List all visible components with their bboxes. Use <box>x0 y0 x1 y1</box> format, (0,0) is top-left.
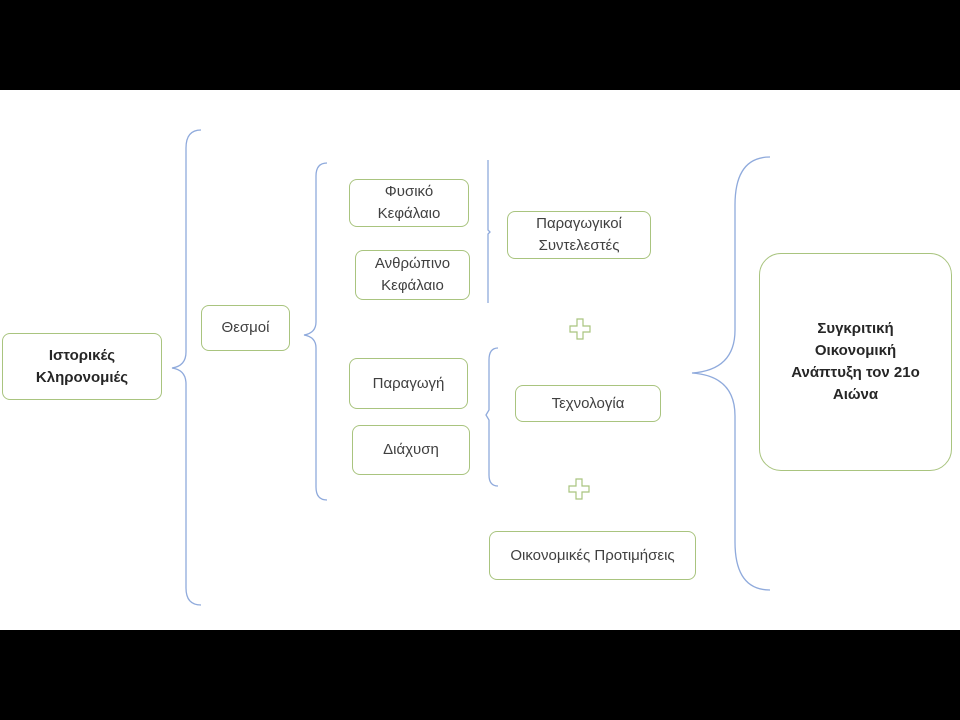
node-paragogikoi-syntelestes: Παραγωγικοί Συντελεστές <box>507 211 651 259</box>
node-anthropino-kefalaio: Ανθρώπινο Κεφάλαιο <box>355 250 470 300</box>
node-technologia: Τεχνολογία <box>515 385 661 422</box>
diagram-canvas: Ιστορικές Κληρονομιές Θεσμοί Φυσικό Κεφά… <box>0 90 960 630</box>
brace-icon <box>303 162 328 501</box>
brace-icon <box>171 129 202 606</box>
brace-icon <box>485 347 499 487</box>
node-paragogi: Παραγωγή <box>349 358 468 409</box>
node-thesmoi: Θεσμοί <box>201 305 290 351</box>
plus-icon <box>569 318 591 340</box>
node-istorikes-klironomies: Ιστορικές Κληρονομιές <box>2 333 162 400</box>
brace-icon <box>487 160 491 303</box>
node-sygkritiki-anaptyxi: Συγκριτική Οικονομική Ανάπτυξη τον 21ο Α… <box>759 253 952 471</box>
plus-icon <box>568 478 590 500</box>
connector-layer <box>171 129 771 606</box>
brace-icon <box>691 156 771 591</box>
node-diachysi: Διάχυση <box>352 425 470 475</box>
node-oikonomikes-protimiseis: Οικονομικές Προτιμήσεις <box>489 531 696 580</box>
node-fysiko-kefalaio: Φυσικό Κεφάλαιο <box>349 179 469 227</box>
